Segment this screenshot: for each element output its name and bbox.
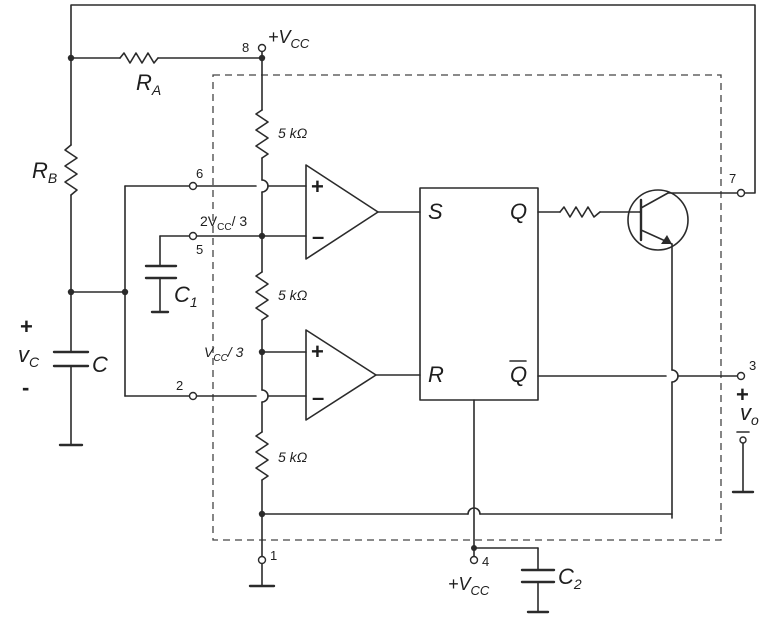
pin-3-number: 3	[749, 358, 756, 373]
pin-4	[469, 555, 479, 565]
comp1-minus: –	[312, 224, 324, 249]
comp2-minus: –	[312, 385, 324, 410]
discharge-transistor	[627, 189, 738, 519]
vcc-3-label: VCC/ 3	[204, 344, 244, 364]
comparator-upper	[305, 164, 421, 260]
ra-label: RA	[136, 70, 161, 98]
pin-5	[188, 231, 198, 241]
two-vcc-3-label: 2VCC/ 3	[200, 213, 247, 233]
r2-label: 5 kΩ	[278, 287, 308, 303]
pin-1	[257, 555, 267, 565]
feedback-wire	[70, 4, 756, 194]
capacitor-c2	[473, 547, 556, 614]
resistor-rb	[64, 57, 78, 293]
ff-s-label: S	[428, 199, 443, 224]
ic-package-outline	[212, 74, 722, 541]
pin-5-number: 5	[196, 242, 203, 257]
base-resistor	[537, 206, 641, 218]
pin-8	[257, 43, 267, 53]
pin-7-number: 7	[729, 171, 736, 186]
pin-4-number: 4	[482, 554, 489, 569]
pin-6-number: 6	[196, 166, 203, 181]
pin-2	[188, 391, 198, 401]
sr-flipflop	[419, 187, 539, 401]
capacitor-c1	[144, 235, 191, 314]
c-label: C	[92, 352, 108, 377]
vc-minus: -	[22, 375, 29, 400]
vo-label: vo	[740, 400, 759, 428]
pin-7	[736, 188, 746, 198]
output-terminal	[731, 436, 755, 494]
vcc-bottom-label: +VCC	[448, 574, 490, 598]
ff-r-label: R	[428, 362, 444, 387]
pin-8-number: 8	[242, 40, 249, 55]
rb-label: RB	[32, 158, 57, 186]
c1-label: C1	[174, 282, 198, 310]
comparator-lower	[305, 329, 421, 421]
vo-plus: +	[736, 382, 749, 407]
r3-label: 5 kΩ	[278, 449, 308, 465]
pin-3	[736, 371, 746, 381]
c2-label: C2	[558, 564, 582, 592]
capacitor-c	[52, 291, 90, 447]
resistor-ra	[70, 52, 263, 64]
pin-1-number: 1	[270, 548, 277, 563]
pin-6	[188, 181, 198, 191]
comp1-plus: +	[311, 174, 324, 199]
voltage-divider	[248, 47, 276, 588]
r1-label: 5 kΩ	[278, 125, 308, 141]
vc-plus: +	[20, 314, 33, 339]
comp2-plus: +	[311, 339, 324, 364]
vcc-top-label: +VCC	[268, 27, 310, 51]
ff-q-label: Q	[510, 199, 527, 224]
ff-qbar-label: Q	[510, 362, 527, 387]
vc-label: vC	[18, 342, 40, 370]
pin-2-number: 2	[176, 378, 183, 393]
